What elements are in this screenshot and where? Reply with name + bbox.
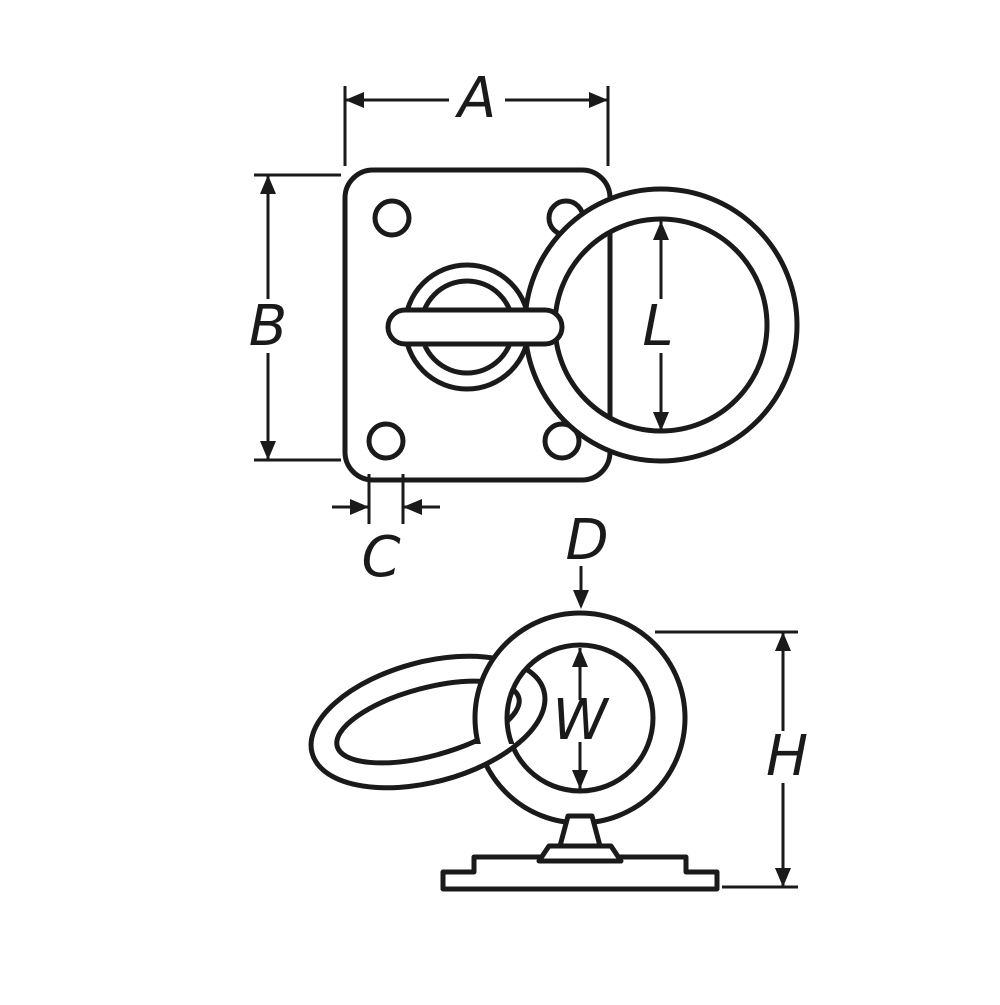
- base-plate-profile: [440, 854, 720, 892]
- swivel-stem: [557, 813, 603, 849]
- arrowhead-right: [589, 92, 608, 108]
- plate-hole-bottom-right: [542, 421, 582, 461]
- arrowhead-left: [345, 92, 364, 108]
- plate-hole-bottom-left: [366, 421, 406, 461]
- arrowhead-bottom: [653, 412, 669, 431]
- arrowhead-down: [573, 590, 589, 609]
- dimension-W: W: [552, 648, 610, 789]
- dimension-A: A: [343, 66, 610, 166]
- dim-label-H: H: [766, 724, 808, 789]
- dimension-H: H: [655, 630, 808, 889]
- arrowhead-top: [653, 221, 669, 240]
- dim-label-D: D: [565, 508, 608, 573]
- dimension-C: C: [332, 474, 440, 590]
- arrowhead-top: [260, 175, 276, 194]
- arrowhead-right: [403, 499, 422, 515]
- arrowhead-top: [572, 648, 588, 667]
- front-view: D W H: [308, 508, 808, 892]
- ring-top-view: [522, 186, 800, 464]
- dim-label-B: B: [249, 294, 287, 359]
- dim-label-C: C: [361, 525, 400, 590]
- swivel-pin: [385, 307, 565, 347]
- dimension-L: L: [642, 221, 674, 431]
- dimension-B: B: [249, 173, 341, 462]
- arrowhead-bottom: [260, 441, 276, 460]
- dim-label-L: L: [642, 294, 673, 359]
- ring-front-view: [472, 610, 688, 826]
- arrowhead-top: [775, 632, 791, 651]
- linked-ring-front-segment: [438, 744, 548, 791]
- arrowhead-left: [350, 499, 369, 515]
- arrowhead-bottom: [572, 770, 588, 789]
- plate-hole-top-left: [372, 198, 412, 238]
- dim-label-A: A: [455, 66, 496, 131]
- dimension-D: D: [565, 508, 609, 609]
- top-view: A B C: [249, 66, 800, 590]
- arrowhead-bottom: [775, 868, 791, 887]
- dim-label-W: W: [552, 688, 610, 753]
